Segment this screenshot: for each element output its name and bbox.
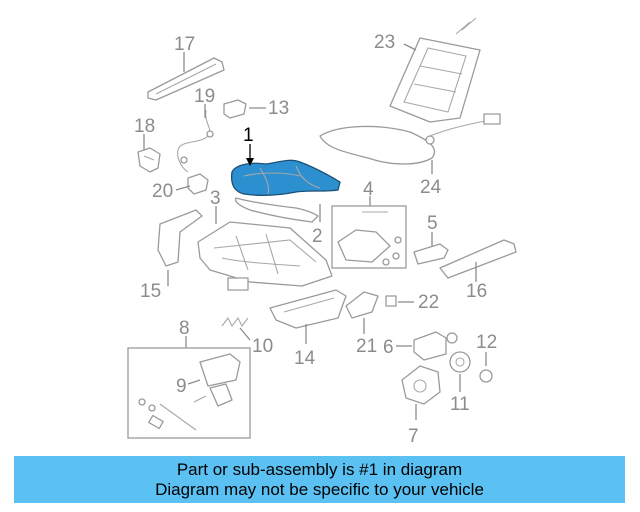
callout-6: 6 — [383, 337, 394, 358]
part-5-cover — [413, 243, 449, 265]
part-7-motor-assembly — [401, 365, 441, 405]
part-1-shape — [230, 159, 341, 196]
part-22-bolt — [385, 295, 397, 307]
banner-line-1: Part or sub-assembly is #1 in diagram — [176, 460, 463, 479]
callout-23: 23 — [374, 32, 395, 53]
callout-19: 19 — [194, 86, 215, 107]
callout-5: 5 — [427, 213, 438, 234]
part-11-gear — [449, 351, 471, 373]
part-14-tray — [269, 289, 347, 329]
part-18-bracket — [137, 147, 161, 173]
callout-11: 11 — [450, 394, 470, 415]
part-24-seatback-pad — [319, 113, 501, 165]
callout-2: 2 — [312, 226, 323, 247]
callout-17: 17 — [174, 34, 195, 55]
part-17-trim-strip — [147, 57, 225, 101]
part-4-kit-box — [331, 205, 407, 269]
part-20-connector — [187, 173, 209, 195]
part-19-cable — [177, 109, 214, 173]
part-10-spring — [221, 316, 249, 328]
callout-8: 8 — [179, 318, 190, 339]
part-6-motor — [413, 331, 458, 361]
callout-20: 20 — [152, 181, 173, 202]
parts-diagram: 17 13 19 18 20 1 2 — [127, 17, 517, 447]
callout-4: 4 — [363, 179, 374, 200]
part-8-kit-box — [127, 347, 251, 439]
part-4-hardware — [337, 211, 402, 266]
part-12-bushing — [479, 369, 493, 383]
part-1-seat-cushion-pad — [230, 159, 341, 196]
callout-21: 21 — [356, 336, 377, 357]
callout-22: 22 — [418, 292, 439, 313]
callout-7: 7 — [408, 426, 419, 447]
part-21-bracket — [345, 291, 379, 319]
callout-1: 1 — [243, 125, 254, 146]
callout-9: 9 — [176, 376, 187, 397]
callout-13: 13 — [268, 98, 289, 119]
banner-line-2: Diagram may not be specific to your vehi… — [155, 480, 484, 499]
part-16-rail-cover — [439, 239, 517, 279]
callout-16: 16 — [466, 281, 487, 302]
callout-12: 12 — [476, 332, 497, 353]
callout-24: 24 — [420, 177, 442, 198]
callout-15: 15 — [140, 281, 161, 302]
callout-14: 14 — [294, 348, 316, 369]
info-banner: Part or sub-assembly is #1 in diagram Di… — [14, 456, 625, 503]
callout-10: 10 — [252, 336, 273, 357]
part-23-seatback-frame — [389, 17, 481, 123]
part-13-clip — [223, 99, 247, 119]
callout-18: 18 — [134, 116, 155, 137]
part-3-seat-frame — [197, 221, 333, 291]
part-8-hardware — [138, 353, 241, 431]
part-15-side-shield — [157, 209, 203, 267]
callout-3: 3 — [210, 188, 221, 209]
part-2-cushion-cover — [234, 197, 319, 223]
